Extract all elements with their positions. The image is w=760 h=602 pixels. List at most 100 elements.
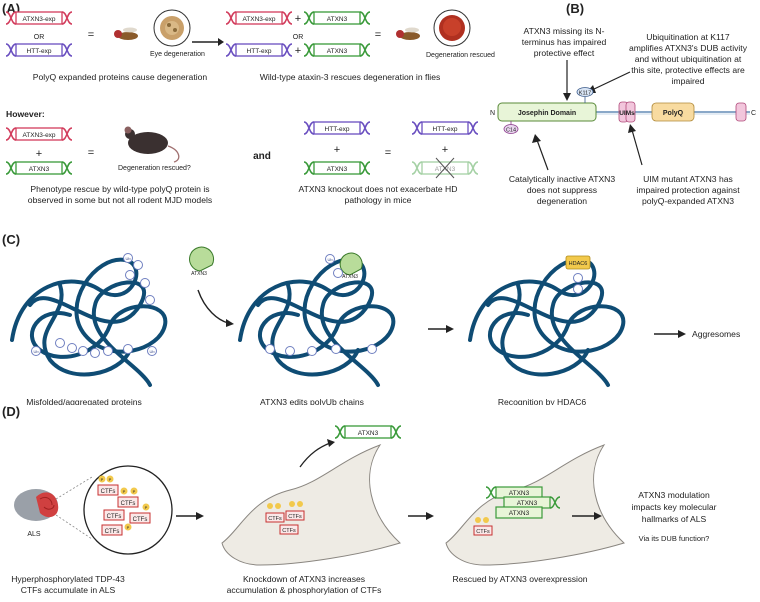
svg-text:ATXN3: ATXN3 — [327, 166, 348, 173]
svg-text:ATXN3: ATXN3 — [509, 510, 530, 517]
svg-text:ATXN3: ATXN3 — [327, 16, 348, 23]
svg-text:ATXN3: ATXN3 — [29, 166, 50, 173]
atxn3-bound-icon: ATXN3 — [339, 252, 363, 280]
svg-text:N: N — [490, 110, 495, 117]
josephin-domain — [497, 102, 597, 122]
svg-text:this site, protective effects: this site, protective effects are — [631, 65, 745, 75]
panel-b-graphics: ATXN3 missing its N- terminus has impair… — [490, 26, 756, 206]
svg-text:UIMs: UIMs — [619, 110, 635, 117]
arrow-knockdown — [299, 439, 335, 468]
svg-text:HTT-exp: HTT-exp — [325, 126, 350, 133]
svg-text:Misfolded/aggregated proteins: Misfolded/aggregated proteins — [26, 397, 142, 405]
atxn3-enzyme-icon: ATXN3 — [189, 246, 215, 277]
panel-c-label: (C) — [2, 232, 21, 247]
svg-text:P: P — [145, 505, 148, 510]
svg-text:impaired protection against: impaired protection against — [636, 185, 740, 195]
svg-text:CTFs: CTFs — [476, 529, 490, 535]
polyq-domain — [651, 102, 695, 122]
svg-text:Ub: Ub — [33, 349, 39, 354]
degeneration-rescued-label: Degeneration rescued — [426, 52, 495, 59]
arrow-c1 — [197, 289, 234, 327]
however-label: However: — [6, 109, 45, 119]
htt-exp-gene-a1: HTT-exp — [5, 43, 73, 57]
mouse-icon — [124, 126, 180, 163]
svg-text:ATXN3: ATXN3 — [327, 48, 348, 55]
svg-text:ATXN3-exp: ATXN3-exp — [242, 16, 275, 23]
htt-exp-gene-a2: HTT-exp — [225, 43, 293, 57]
atxn3-exp-gene-a2: ATXN3-exp — [225, 11, 293, 25]
svg-text:ATXN3: ATXN3 — [342, 274, 358, 280]
svg-text:ATXN3 knockout does not exacer: ATXN3 knockout does not exacerbate HD — [299, 184, 458, 194]
hdac6-recognized-tangle — [468, 257, 626, 387]
atxn3-wt-gene-a3: ATXN3 — [303, 43, 371, 57]
svg-text:Knockdown of ATXN3 increases: Knockdown of ATXN3 increases — [243, 574, 365, 584]
svg-text:=: = — [88, 29, 94, 41]
edited-protein-tangle — [238, 257, 396, 387]
neuron-zoom-circle — [83, 465, 173, 555]
arrow-c14 — [532, 134, 549, 171]
svg-text:amplifies ATXN3's DUB activity: amplifies ATXN3's DUB activity — [629, 43, 748, 53]
svg-text:ATXN3: ATXN3 — [517, 500, 538, 507]
arrow-uim — [628, 124, 643, 166]
misfolded-protein-tangle — [10, 257, 168, 387]
atxn3-exp-gene-a1: ATXN3-exp — [5, 11, 73, 25]
svg-text:P: P — [101, 477, 104, 482]
panel-d-graphics: ALS CTFs CTFs CTFs CTFs CTFs P P P P P P — [11, 425, 717, 595]
ctf-residual: CTFs — [473, 517, 493, 536]
svg-text:CTFs: CTFs — [121, 501, 136, 507]
svg-text:observed in some but not all r: observed in some but not all rodent MJD … — [28, 195, 212, 205]
panel-b-label: (B) — [566, 1, 585, 16]
svg-text:Hyperphosphorylated TDP-43: Hyperphosphorylated TDP-43 — [11, 574, 125, 584]
degeneration-rescued-q-label: Degeneration rescued? — [118, 165, 191, 172]
arrow-d2 — [408, 512, 434, 520]
svg-text:CTFs: CTFs — [282, 528, 296, 534]
svg-text:Ub: Ub — [327, 257, 333, 262]
svg-text:accumulation & phosphorylation: accumulation & phosphorylation of CTFs — [227, 585, 382, 595]
k117-site — [576, 87, 594, 97]
svg-text:C14: C14 — [506, 128, 516, 134]
atxn3-wt-gene-a5: ATXN3 — [303, 161, 371, 175]
degenerated-eye-icon — [153, 9, 191, 47]
arrow-d1 — [176, 512, 204, 520]
atxn3-wt-gene-a4: ATXN3 — [5, 161, 73, 175]
svg-text:ATXN3-exp: ATXN3-exp — [22, 132, 55, 139]
svg-text:Ubiquitination at K117: Ubiquitination at K117 — [646, 32, 730, 42]
svg-text:CTFs: CTFs — [101, 489, 116, 495]
arrow-d3 — [572, 512, 602, 520]
svg-text:HTT-exp: HTT-exp — [433, 126, 458, 133]
arrow-n-terminus — [563, 60, 571, 101]
svg-text:does not suppress: does not suppress — [527, 185, 597, 195]
panel-c-graphics: Ub Ub Ub ATXN3 ATXN3 — [10, 246, 740, 405]
svg-text:P: P — [109, 477, 112, 482]
aggresomes-label: Aggresomes — [692, 329, 740, 339]
htt-exp-gene-a5: HTT-exp — [303, 121, 371, 135]
htt-exp-gene-a6: HTT-exp — [411, 121, 479, 135]
svg-text:+: + — [295, 45, 301, 57]
svg-text:protective effect: protective effect — [534, 48, 595, 58]
uim-domain-2 — [625, 101, 636, 123]
svg-text:hallmarks of ALS: hallmarks of ALS — [642, 514, 707, 524]
hdac6-icon: HDAC6 — [565, 255, 591, 294]
svg-text:ALS: ALS — [27, 531, 41, 538]
svg-text:OR: OR — [293, 34, 304, 41]
svg-text:Ub: Ub — [149, 349, 155, 354]
svg-text:Catalytically inactive ATXN3: Catalytically inactive ATXN3 — [509, 174, 616, 184]
svg-text:degeneration: degeneration — [537, 196, 587, 206]
caption-polyq: PolyQ expanded proteins cause degenerati… — [33, 72, 208, 82]
svg-text:polyQ-expanded ATXN3: polyQ-expanded ATXN3 — [642, 196, 734, 206]
arrow-k117 — [586, 71, 631, 93]
svg-text:=: = — [375, 29, 381, 41]
svg-text:C: C — [751, 110, 756, 117]
panel-a-graphics: ATXN3-exp OR HTT-exp = Eye degeneration — [5, 9, 495, 205]
svg-text:ATXN3: ATXN3 — [435, 166, 456, 173]
svg-text:CTFs: CTFs — [107, 514, 122, 520]
svg-text:=: = — [385, 147, 391, 159]
svg-text:Josephin Domain: Josephin Domain — [518, 110, 576, 117]
svg-text:CTFs: CTFs — [288, 514, 302, 520]
atxn3-overexpression-genes: ATXN3 ATXN3 ATXN3 — [485, 486, 561, 519]
svg-text:CTFs: CTFs — [133, 517, 148, 523]
fly-icon-rescued — [396, 27, 420, 40]
svg-text:+: + — [334, 144, 340, 156]
svg-text:ATXN3 modulation: ATXN3 modulation — [638, 490, 710, 500]
